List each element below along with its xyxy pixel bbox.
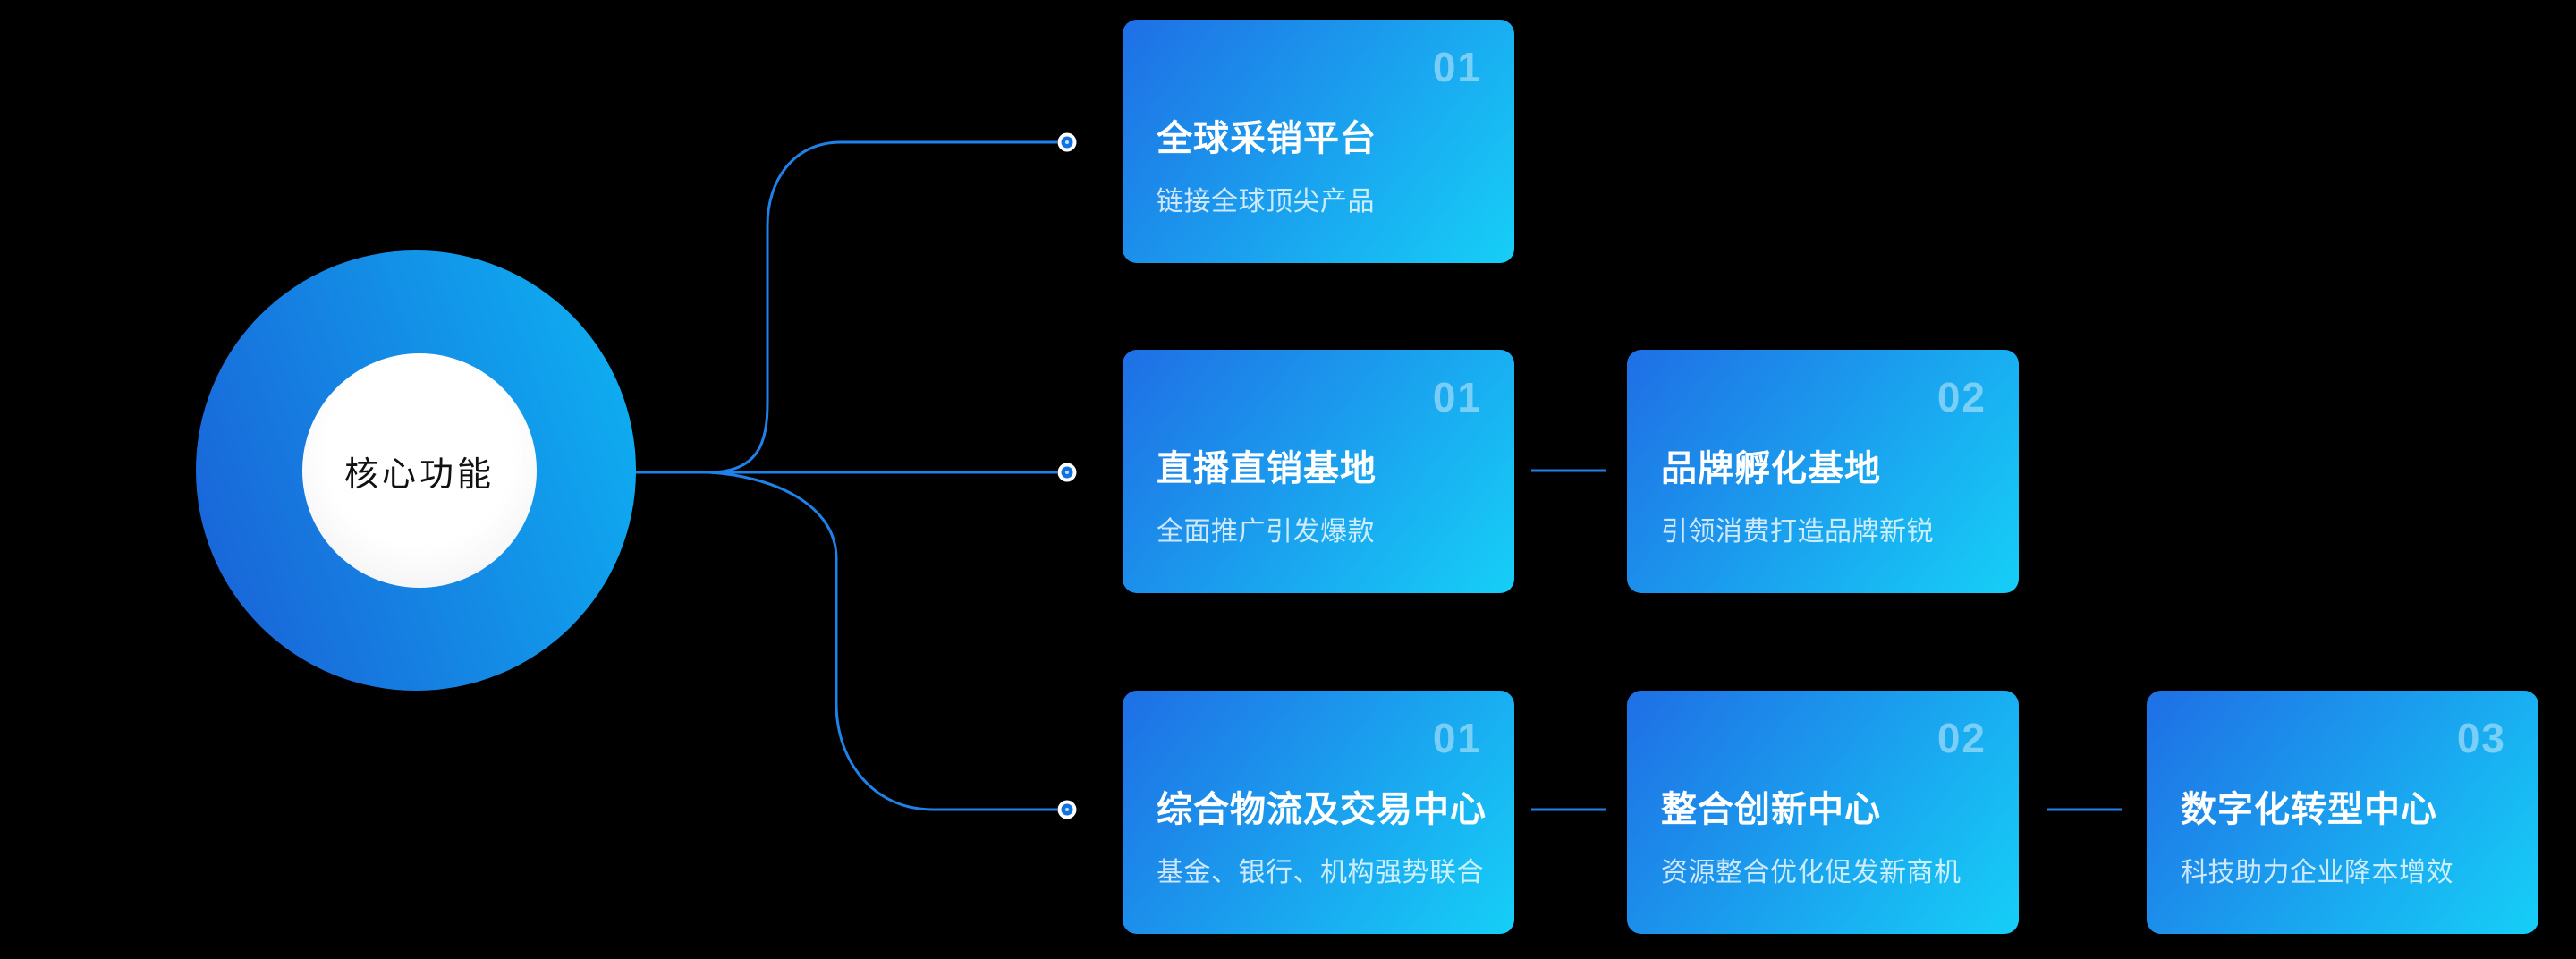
card-number: 02: [1936, 715, 1987, 761]
card-digital-transformation-center: 03 数字化转型中心 科技助力企业降本增效: [2147, 691, 2538, 934]
card-brand-incubation: 02 品牌孵化基地 引领消费打造品牌新锐: [1627, 350, 2019, 593]
card-subtitle: 全面推广引发爆款: [1157, 517, 1375, 547]
row2-connector-dot: [1057, 463, 1077, 482]
card-title: 直播直销基地: [1157, 449, 1377, 488]
card-subtitle: 链接全球顶尖产品: [1157, 187, 1375, 216]
card-innovation-center: 02 整合创新中心 资源整合优化促发新商机: [1627, 691, 2019, 934]
card-subtitle: 基金、银行、机构强势联合: [1157, 858, 1484, 887]
center-node: 核心功能: [196, 250, 636, 691]
card-subtitle: 引领消费打造品牌新锐: [1661, 517, 1934, 547]
card-title: 综合物流及交易中心: [1157, 790, 1487, 829]
row3-connector-dot: [1057, 800, 1077, 819]
card-logistics-trade-center: 01 综合物流及交易中心 基金、银行、机构强势联合: [1123, 691, 1514, 934]
card-livestream-base: 01 直播直销基地 全面推广引发爆款: [1123, 350, 1514, 593]
card-global-procurement: 01 全球采销平台 链接全球顶尖产品: [1123, 20, 1514, 263]
card-title: 数字化转型中心: [2181, 790, 2437, 829]
card-number: 01: [1432, 374, 1482, 420]
card-title: 整合创新中心: [1661, 790, 1881, 829]
card-number: 01: [1432, 715, 1482, 761]
connector-branch-bottom: [708, 471, 1057, 811]
card-number: 03: [2456, 715, 2506, 761]
card-number: 01: [1432, 44, 1482, 90]
card-title: 全球采销平台: [1157, 119, 1377, 158]
card-number: 02: [1936, 374, 1987, 420]
card-title: 品牌孵化基地: [1661, 449, 1881, 488]
card-subtitle: 资源整合优化促发新商机: [1661, 858, 1962, 887]
center-node-label: 核心功能: [343, 455, 495, 494]
connector-branch-top: [708, 140, 1057, 474]
row1-connector-dot: [1057, 132, 1077, 152]
card-subtitle: 科技助力企业降本增效: [2181, 858, 2453, 887]
center-node-inner: 核心功能: [302, 353, 537, 588]
